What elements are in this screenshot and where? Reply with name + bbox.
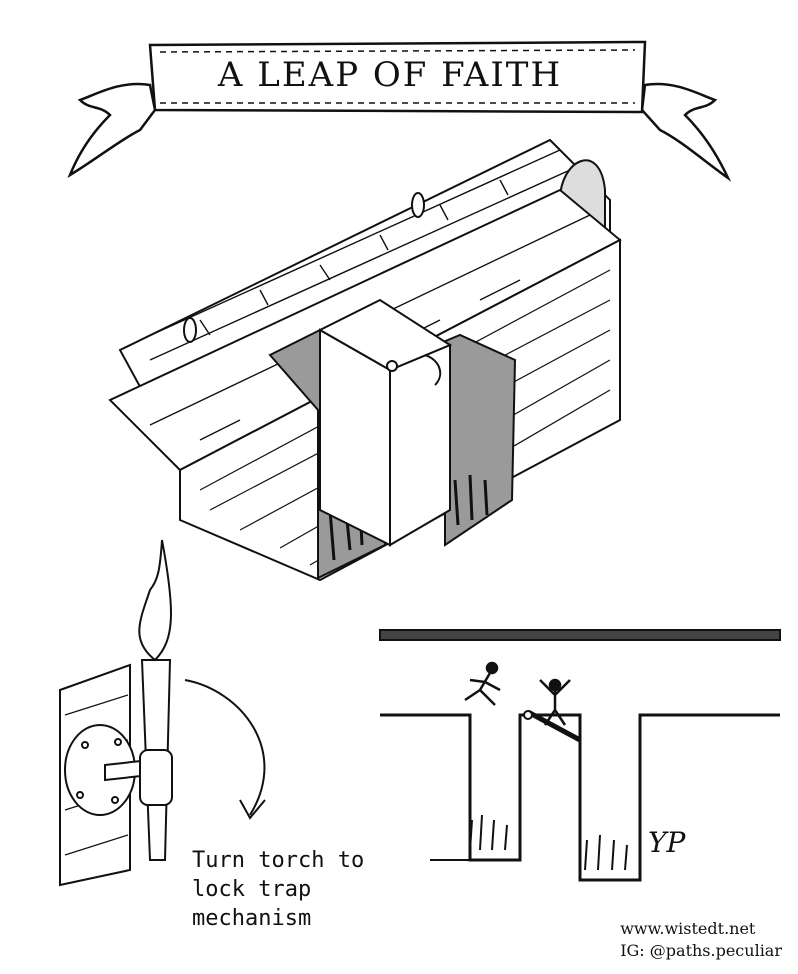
torch-detail xyxy=(59,539,266,887)
credits: www.wistedt.net IG: @paths.peculiar xyxy=(620,918,782,962)
cross-section xyxy=(379,629,781,882)
hinge-icon xyxy=(386,360,398,372)
wall-ring-icon xyxy=(183,317,197,343)
instagram-credit: IG: @paths.peculiar xyxy=(620,941,782,960)
page-title: A LEAP OF FAITH xyxy=(217,55,563,95)
pillar xyxy=(317,298,453,547)
ceiling xyxy=(379,629,781,641)
banner-right-tail xyxy=(640,82,732,182)
banner-main xyxy=(148,40,647,114)
title-banner xyxy=(67,40,732,182)
rotate-arrow-icon xyxy=(424,354,442,386)
artist-signature: YP xyxy=(648,826,686,859)
caption-line: lock trap xyxy=(192,877,312,902)
pivot-plate xyxy=(526,709,582,743)
rotate-arrow-icon xyxy=(184,679,266,816)
caption-line: Turn torch to xyxy=(192,848,365,873)
wall-ring-icon xyxy=(411,192,425,218)
banner-left-tail xyxy=(67,82,157,178)
figure-falling xyxy=(539,678,571,726)
flame-icon xyxy=(138,539,172,662)
caption-line: mechanism xyxy=(192,906,312,931)
torch-caption: Turn torch to lock trap mechanism xyxy=(192,846,422,933)
figure-jumping xyxy=(464,661,501,706)
pivot-icon xyxy=(523,710,533,720)
website-credit: www.wistedt.net xyxy=(620,919,756,938)
